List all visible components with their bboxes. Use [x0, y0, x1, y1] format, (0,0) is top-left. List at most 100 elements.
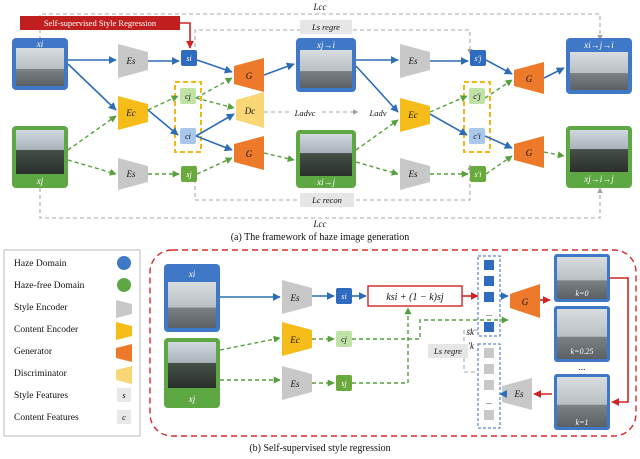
legend-content-encoder-shape: [116, 322, 132, 340]
arrow-ci-d: [195, 113, 235, 137]
bottom-style-encoder-3: Es: [502, 378, 532, 410]
banner-arrow: [180, 22, 194, 49]
bottom-loss-regre-box: [428, 344, 468, 358]
bottom-generator: G: [510, 284, 540, 318]
regre-link-top: [463, 329, 478, 344]
image-xj-i-j: xj→i→j: [566, 126, 632, 188]
feature-cj-prime: c'j: [469, 88, 485, 104]
legend-label-generator: Generator: [14, 347, 53, 357]
label-sk-prime: s'k: [465, 341, 475, 351]
bottom-feature-si: si: [336, 288, 352, 304]
svg-text:cj: cj: [341, 335, 348, 344]
content-encoder-1: Ec: [118, 96, 148, 130]
bottom-image-xj: xj: [164, 338, 220, 408]
recon-loop: [194, 164, 473, 201]
svg-text:xi→j→i: xi→j→i: [583, 40, 614, 50]
svg-text:xi: xi: [36, 39, 44, 49]
arrow-cip-g4: [484, 135, 513, 149]
svg-text:Es: Es: [290, 293, 300, 303]
legend-label-style-encoder: Style Encoder: [14, 303, 68, 313]
feature-ci: ci: [180, 128, 196, 144]
arrow-sj-g2: [196, 157, 233, 175]
arrow-g4-out: [543, 151, 565, 159]
style-encoder-2: Es: [118, 158, 148, 190]
arrow-xj-ec: [67, 115, 117, 151]
discriminator: Dc: [236, 92, 264, 128]
bottom-loss-regre: Ls regre: [433, 346, 462, 356]
generator-1: G: [234, 58, 264, 92]
svg-text:Es: Es: [126, 169, 136, 179]
generator-3: G: [514, 62, 544, 94]
svg-text:xi: xi: [188, 269, 196, 279]
svg-text:Es: Es: [408, 169, 418, 179]
regre-link-bottom: [463, 358, 478, 373]
svg-text:xj: xj: [188, 394, 196, 404]
svg-text:G: G: [246, 71, 253, 81]
legend: Haze Domain Haze-free Domain Style Encod…: [3, 249, 141, 437]
bottom-style-encoder-2: Es: [282, 366, 312, 400]
b-arrow-sj-formula: [352, 307, 412, 384]
svg-text:Es: Es: [514, 389, 524, 399]
svg-text:Ec: Ec: [125, 108, 136, 118]
svg-text:...: ...: [486, 397, 492, 406]
svg-text:Ec: Ec: [407, 110, 418, 120]
svg-text:xj→i: xj→i: [316, 40, 335, 50]
arrow-img2-es: [355, 161, 399, 176]
sk-stack: ...: [477, 255, 501, 337]
svg-text:G: G: [522, 297, 529, 307]
svg-text:k=0.25: k=0.25: [571, 347, 594, 356]
generator-4: G: [514, 136, 544, 168]
loss-adv-left: Ladvc: [294, 108, 316, 118]
bottom-style-encoder-1: Es: [282, 280, 312, 314]
svg-text:G: G: [526, 74, 533, 84]
arrow-sjp-g3: [485, 59, 513, 75]
legend-label-content-encoder: Content Encoder: [14, 325, 79, 335]
banner-text: Self-supervised Style Regression: [44, 18, 157, 28]
legend-content-feature-box: [117, 410, 131, 424]
svg-text:ci: ci: [185, 132, 191, 141]
regression-panel: xi xj Es Ec Es si cj: [149, 249, 637, 437]
style-encoder-4: Es: [400, 158, 430, 190]
svg-text:k=1: k=1: [576, 418, 589, 427]
arrow-img2-ec: [355, 119, 399, 151]
image-xj: xj: [12, 126, 68, 188]
content-feature-group-2: [463, 81, 491, 153]
legend-label-discriminator: Discriminator: [14, 369, 68, 379]
legend-symbol-c: c: [122, 412, 126, 422]
style-encoder-1: Es: [118, 44, 148, 78]
legend-label-content-features: Content Features: [14, 413, 79, 423]
formula: ksi + (1 − k)sj: [386, 292, 444, 303]
svg-text:G: G: [526, 148, 533, 158]
legend-haze-dot: [117, 256, 131, 270]
loss-recon: Lc recon: [311, 195, 342, 205]
svg-text:Es: Es: [126, 56, 136, 66]
loss-regre-box: [300, 20, 352, 34]
arrow-si-g1: [196, 59, 233, 74]
arrow-ec2-cjp: [429, 95, 468, 113]
output-k025: k=0.25: [554, 306, 610, 362]
feature-sj: sj: [181, 166, 197, 182]
loss-cc-bottom: Lcc: [313, 219, 327, 229]
content-encoder-2: Ec: [400, 98, 430, 132]
arrow-ec2-cip: [429, 113, 468, 136]
legend-style-encoder-shape: [116, 300, 132, 318]
arrow-xj-es: [67, 159, 117, 176]
svg-text:c'j: c'j: [473, 92, 481, 101]
legend-label-style-features: Style Features: [14, 391, 68, 401]
content-feature-group-1: [174, 81, 202, 153]
output-ellipsis: ...: [579, 362, 586, 372]
svg-text:si: si: [341, 292, 346, 301]
svg-text:s'i: s'i: [474, 170, 481, 179]
svg-text:s'j: s'j: [474, 54, 482, 63]
arrow-img1-ec: [355, 65, 399, 113]
legend-discriminator-shape: [116, 366, 132, 384]
cycle-loss-loop-bottom: [39, 187, 603, 219]
bottom-image-xi: xi: [164, 264, 220, 332]
feature-cj: cj: [180, 88, 196, 104]
b-arrow-xj-ec: [219, 335, 281, 351]
svg-text:sj: sj: [341, 379, 347, 388]
caption-b: (b) Self-supervised style regression: [249, 443, 390, 454]
svg-text:...: ...: [486, 309, 492, 318]
svg-text:Es: Es: [408, 56, 418, 66]
bottom-feature-sj: sj: [336, 375, 352, 391]
